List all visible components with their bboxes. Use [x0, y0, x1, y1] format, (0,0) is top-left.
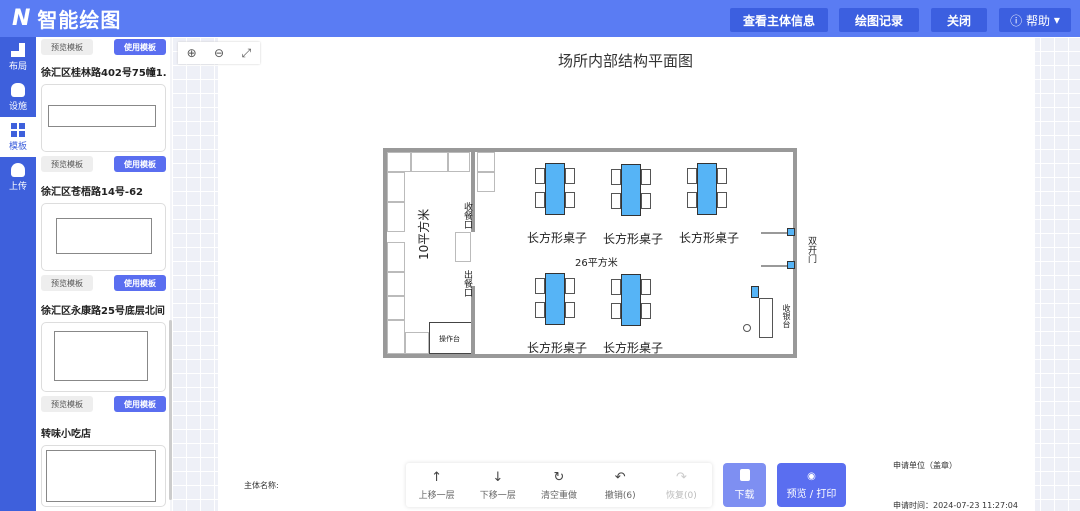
table-label: 长方形桌子 [603, 232, 664, 246]
rectangular-table[interactable] [621, 164, 641, 216]
use-template-button[interactable]: 使用模板 [114, 156, 166, 172]
panel-scrollbar[interactable] [169, 320, 172, 500]
side-rail: 布局 设施 模板 上传 [0, 37, 36, 511]
button-label: 下载 [734, 490, 755, 501]
entity-name-label: 主体名称: [244, 481, 279, 490]
undo-button[interactable]: ↶ 撤销(6) [590, 463, 651, 507]
help-label: 帮助 [1025, 13, 1050, 28]
button-label: 撤销(6) [604, 490, 636, 501]
preview-template-button[interactable]: 预览模板 [41, 275, 93, 291]
pass-in-label: 收餐口 [462, 202, 472, 229]
caret-down-icon: ▾ [1050, 13, 1060, 27]
help-icon: ⓘ [1010, 13, 1026, 28]
clear-redo-button[interactable]: ↻ 清空重做 [528, 463, 589, 507]
help-dropdown[interactable]: ⓘ 帮助 ▾ [999, 8, 1071, 32]
move-up-button[interactable]: ↑ 上移一层 [406, 463, 467, 507]
undo-icon: ↶ [614, 469, 626, 485]
app-title: 智能绘图 [37, 8, 122, 32]
zoom-out-icon[interactable]: ⊖ [213, 46, 225, 60]
view-entity-info-button[interactable]: 查看主体信息 [730, 8, 828, 32]
plan-title: 场所内部结构平面图 [558, 52, 694, 70]
table-label: 长方形桌子 [527, 231, 588, 245]
cashier-label: 收银台 [782, 304, 791, 328]
template-title: 徐汇区苍梧路14号-62 [41, 187, 143, 197]
download-icon [739, 469, 750, 481]
use-template-button[interactable]: 使用模板 [114, 39, 166, 55]
applicant-unit-label: 申请单位（盖章） [893, 461, 957, 470]
table-label: 长方形桌子 [603, 341, 664, 355]
template-thumbnail[interactable] [41, 322, 166, 392]
redo-button[interactable]: ↷ 恢复(0) [651, 463, 712, 507]
template-card: 徐汇区苍梧路14号-62 预览模板 使用模板 [41, 183, 166, 291]
rail-label: 布局 [8, 61, 27, 72]
preview-print-button[interactable]: ◉ 预览 / 打印 [777, 463, 846, 507]
move-down-button[interactable]: ↓ 下移一层 [467, 463, 528, 507]
template-title: 徐汇区永康路25号底层北间 [41, 306, 165, 316]
fit-screen-icon[interactable]: ⤢ [241, 45, 252, 60]
close-button[interactable]: 关闭 [931, 8, 987, 32]
template-thumbnail[interactable] [41, 84, 166, 152]
apply-time: 申请时间：2024-07-23 11:27:04 [893, 501, 1018, 510]
rail-item-facilities[interactable]: 设施 [0, 77, 36, 117]
drawing-history-button[interactable]: 绘图记录 [839, 8, 919, 32]
template-card: 徐汇区桂林路402号75幢1... 预览模板 使用模板 [41, 64, 166, 172]
template-title: 徐汇区桂林路402号75幢1... [41, 68, 166, 78]
template-card: 转味小吃店 [41, 425, 166, 507]
counter-label: 操作台 [439, 335, 460, 343]
preview-template-button[interactable]: 预览模板 [41, 396, 93, 412]
download-button[interactable]: 下载 [723, 463, 766, 507]
redo-icon: ↷ [675, 469, 687, 485]
grid-icon [11, 122, 25, 137]
table-label: 长方形桌子 [527, 341, 588, 355]
rectangular-table[interactable] [697, 163, 717, 215]
rectangular-table[interactable] [545, 273, 565, 325]
template-title: 转味小吃店 [41, 429, 91, 439]
rail-label: 模板 [8, 141, 27, 152]
arrow-down-icon: ↓ [492, 469, 504, 485]
button-label: 清空重做 [541, 490, 578, 501]
edit-toolbar: ↑ 上移一层 ↓ 下移一层 ↻ 清空重做 ↶ 撤销(6) ↷ 恢复(0) [406, 463, 712, 507]
template-thumbnail[interactable] [41, 445, 166, 507]
zoom-controls: ⊕ ⊖ ⤢ [178, 42, 260, 64]
button-label: 下移一层 [479, 490, 516, 501]
double-door-label: 双开门 [806, 236, 816, 263]
arrow-up-icon: ↑ [431, 469, 443, 485]
template-thumbnail[interactable] [41, 203, 166, 271]
rail-item-templates[interactable]: 模板 [0, 117, 36, 157]
eye-icon: ◉ [807, 470, 816, 482]
table-label: 长方形桌子 [679, 231, 740, 245]
rail-label: 上传 [8, 181, 27, 192]
template-panel: 预览模板使用模板 徐汇区桂林路402号75幢1... 预览模板使用模板 徐汇区苍… [36, 37, 170, 511]
sofa-icon [11, 82, 25, 97]
large-area-label: 26平方米 [575, 258, 618, 269]
rail-label: 设施 [8, 101, 27, 112]
zoom-in-icon[interactable]: ⊕ [186, 46, 197, 60]
button-label: 恢复(0) [666, 490, 697, 501]
refresh-icon: ↻ [553, 469, 565, 485]
button-label: 上移一层 [418, 490, 455, 501]
use-template-button[interactable]: 使用模板 [114, 275, 166, 291]
logo-icon: N [12, 6, 32, 31]
rail-item-layout[interactable]: 布局 [0, 37, 36, 77]
pass-out-label: 出餐口 [462, 270, 472, 297]
use-template-button[interactable]: 使用模板 [114, 396, 166, 412]
button-label: 预览 / 打印 [786, 488, 837, 500]
preview-template-button[interactable]: 预览模板 [41, 39, 93, 55]
layout-icon [11, 42, 25, 57]
rectangular-table[interactable] [545, 163, 565, 215]
cloud-upload-icon [11, 162, 25, 177]
template-card: 徐汇区永康路25号底层北间 预览模板 使用模板 [41, 302, 166, 412]
small-area-label: 10平方米 [417, 208, 431, 260]
preview-template-button[interactable]: 预览模板 [41, 156, 93, 172]
floor-plan[interactable]: 操作台 收餐口 出餐口 10平方米 26平方米 长方形桌子 长方形桌子 长方形桌… [383, 148, 816, 358]
rectangular-table[interactable] [621, 274, 641, 326]
rail-item-upload[interactable]: 上传 [0, 157, 36, 197]
